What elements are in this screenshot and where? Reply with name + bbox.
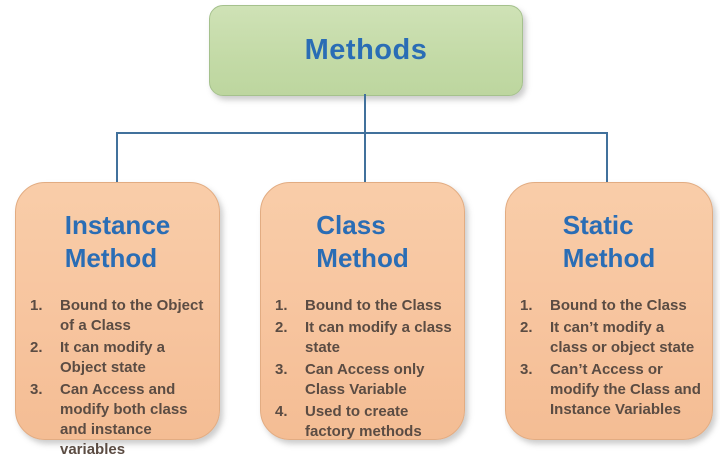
branch-title-wrap: Instance Method	[16, 209, 219, 275]
branch-title-instance-method: Instance Method	[64, 210, 171, 273]
list-item-number: 3.	[275, 361, 288, 378]
list-item: 2. It can modify a class state	[275, 318, 454, 358]
instance-method-list: 1. Bound to the Object of a Class 2. It …	[16, 296, 219, 460]
list-item-number: 1.	[520, 297, 533, 314]
list-item: 2. It can modify a Object state	[30, 338, 209, 378]
list-item: 1. Bound to the Class	[275, 296, 454, 316]
root-node-methods: Methods	[209, 5, 523, 96]
list-item-text: Bound to the Object of a Class	[60, 297, 204, 334]
list-item-number: 1.	[275, 297, 288, 314]
connector-root-stem	[364, 94, 366, 134]
branch-title-class-method: Class Method	[316, 210, 409, 273]
list-item-text: Bound to the Class	[305, 297, 442, 314]
list-item-text: Can Access only Class Variable	[305, 361, 425, 398]
connector-horizontal	[116, 132, 608, 134]
list-item-number: 3.	[520, 361, 533, 378]
list-item: 1. Bound to the Class	[520, 296, 702, 316]
list-item: 2. It can’t modify a class or object sta…	[520, 318, 702, 358]
branch-title-wrap: Static Method	[506, 209, 712, 275]
branch-title-static-method: Static Method	[562, 210, 656, 273]
list-item-number: 4.	[275, 403, 288, 420]
list-item-text: Used to create factory methods	[305, 403, 422, 440]
branch-title-wrap: Class Method	[261, 209, 464, 275]
list-item: 4. Used to create factory methods	[275, 402, 454, 442]
connector-center-drop	[364, 132, 366, 183]
class-method-list: 1. Bound to the Class 2. It can modify a…	[261, 296, 464, 442]
list-item: 3. Can’t Access or modify the Class and …	[520, 360, 702, 420]
branch-node-class-method: Class Method 1. Bound to the Class 2. It…	[260, 182, 465, 440]
list-item-number: 1.	[30, 297, 43, 314]
list-item: 3. Can Access only Class Variable	[275, 360, 454, 400]
list-item-text: Can’t Access or modify the Class and Ins…	[550, 361, 701, 418]
branch-node-static-method: Static Method 1. Bound to the Class 2. I…	[505, 182, 713, 440]
connector-right-drop	[606, 132, 608, 183]
list-item-text: It can modify a Object state	[60, 339, 166, 376]
list-item: 1. Bound to the Object of a Class	[30, 296, 209, 336]
static-method-list: 1. Bound to the Class 2. It can’t modify…	[506, 296, 712, 420]
list-item-text: It can modify a class state	[305, 319, 452, 356]
list-item-number: 2.	[520, 319, 533, 336]
list-item-number: 3.	[30, 381, 43, 398]
list-item-number: 2.	[30, 339, 43, 356]
list-item-text: Can Access and modify both class and ins…	[60, 381, 188, 458]
list-item-text: It can’t modify a class or object state	[550, 319, 695, 356]
list-item-text: Bound to the Class	[550, 297, 687, 314]
branch-node-instance-method: Instance Method 1. Bound to the Object o…	[15, 182, 220, 458]
list-item: 3. Can Access and modify both class and …	[30, 380, 209, 460]
list-item-number: 2.	[275, 319, 288, 336]
connector-left-drop	[116, 132, 118, 183]
root-node-label: Methods	[304, 34, 428, 66]
